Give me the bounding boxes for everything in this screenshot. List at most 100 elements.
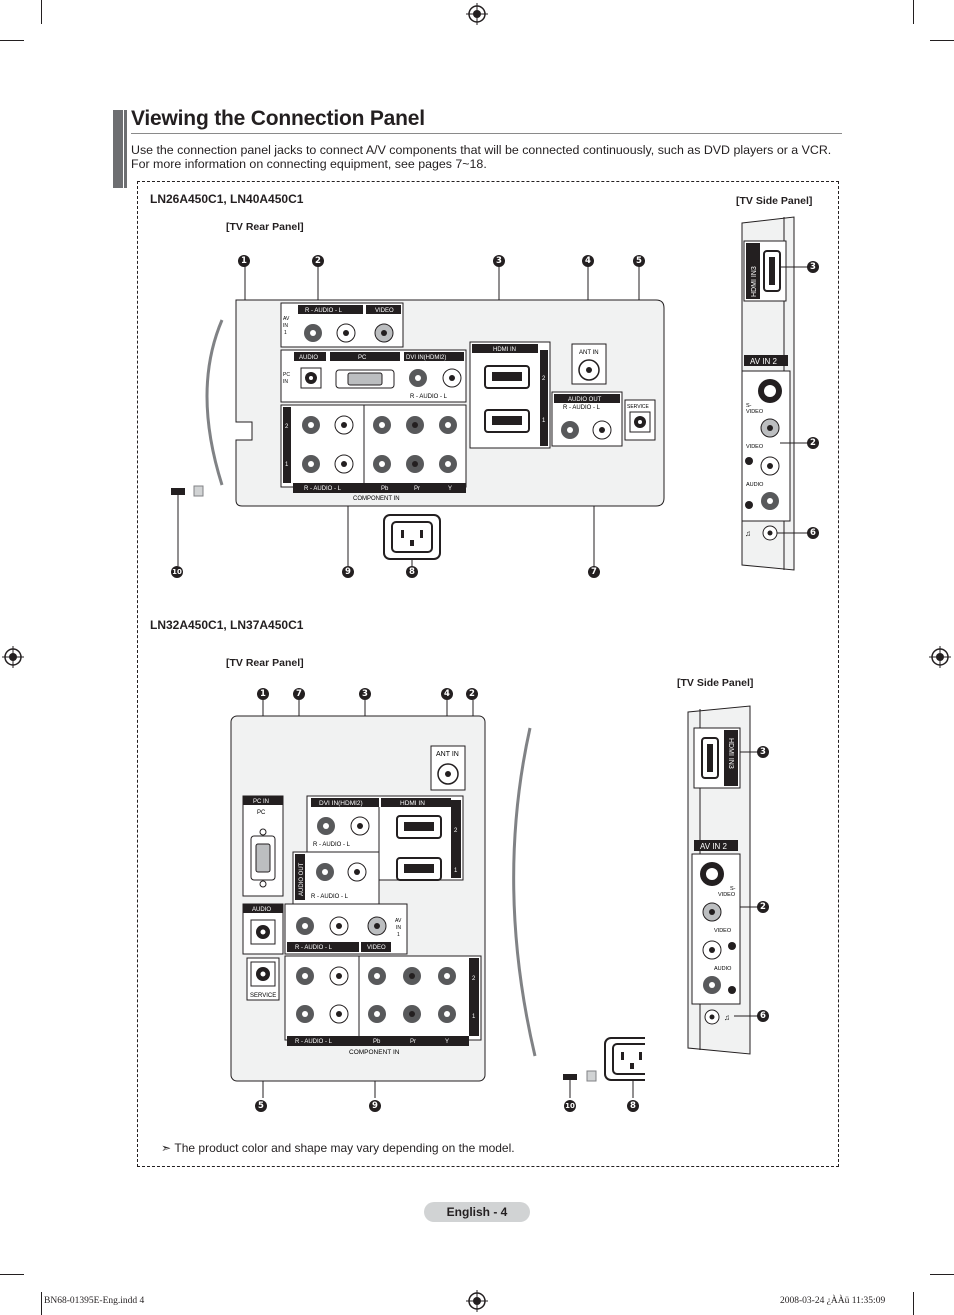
callout-number: 5 — [255, 1100, 267, 1112]
svg-text:PC: PC — [358, 355, 367, 361]
model-label: LN26A450C1, LN40A450C1 — [150, 192, 304, 206]
svg-text:VIDEO: VIDEO — [746, 409, 764, 415]
callout-number: 8 — [406, 566, 418, 578]
section-marker-bar — [124, 110, 127, 188]
svg-text:1: 1 — [284, 330, 287, 336]
callout-number: 10 — [564, 1100, 576, 1112]
svg-text:VIDEO: VIDEO — [375, 308, 394, 314]
svg-text:Y: Y — [445, 1039, 449, 1045]
callout-number: 1 — [257, 688, 269, 700]
svg-text:2: 2 — [285, 424, 289, 430]
svg-text:S-: S- — [746, 403, 752, 409]
svg-text:R - AUDIO - L: R - AUDIO - L — [313, 842, 351, 848]
svg-text:AV IN 2: AV IN 2 — [750, 357, 778, 366]
diagram-frame — [137, 181, 839, 1167]
svg-text:ANT IN: ANT IN — [436, 751, 459, 758]
callout-number: 3 — [493, 255, 505, 267]
svg-text:1: 1 — [285, 462, 289, 468]
section-marker-bar — [113, 110, 123, 188]
svg-text:VIDEO: VIDEO — [367, 945, 386, 951]
callout-number: 4 — [582, 255, 594, 267]
callout-number: 3 — [807, 261, 819, 273]
svg-text:Pr: Pr — [414, 486, 420, 492]
svg-text:HDMI IN: HDMI IN — [493, 347, 516, 353]
svg-text:R - AUDIO - L: R - AUDIO - L — [295, 945, 333, 951]
callout-number: 7 — [293, 688, 305, 700]
svg-text:AV: AV — [395, 918, 402, 924]
svg-text:AUDIO OUT: AUDIO OUT — [568, 397, 602, 403]
registration-mark-icon — [466, 1290, 488, 1312]
svg-text:AUDIO: AUDIO — [299, 355, 318, 361]
svg-text:R - AUDIO - L: R - AUDIO - L — [295, 1039, 333, 1045]
svg-text:SERVICE: SERVICE — [627, 404, 650, 410]
callout-number: 3 — [757, 746, 769, 758]
rear-panel-label: [TV Rear Panel] — [226, 221, 304, 233]
svg-text:2: 2 — [542, 376, 546, 382]
callout-number: 5 — [633, 255, 645, 267]
callout-number: 1 — [238, 255, 250, 267]
callout-number: 9 — [342, 566, 354, 578]
callout-number: 10 — [171, 566, 183, 578]
callout-number: 2 — [466, 688, 478, 700]
svg-text:PC IN: PC IN — [253, 799, 269, 805]
svg-text:1: 1 — [472, 1014, 476, 1020]
registration-mark-icon — [929, 646, 951, 668]
svg-text:2: 2 — [472, 976, 476, 982]
svg-text:IN: IN — [283, 379, 288, 385]
callout-number: 6 — [807, 527, 819, 539]
svg-text:Pb: Pb — [373, 1039, 381, 1045]
svg-text:AUDIO OUT: AUDIO OUT — [299, 862, 305, 896]
svg-text:AUDIO: AUDIO — [252, 907, 271, 913]
svg-text:Pb: Pb — [381, 486, 389, 492]
svg-text:1: 1 — [454, 868, 458, 874]
callout-number: 8 — [627, 1100, 639, 1112]
svg-text:IN: IN — [283, 323, 288, 329]
crop-mark — [913, 0, 914, 24]
svg-text:Y: Y — [448, 486, 452, 492]
svg-text:Pr: Pr — [410, 1039, 416, 1045]
svg-text:♫: ♫ — [745, 529, 751, 538]
svg-text:R - AUDIO - L: R - AUDIO - L — [563, 405, 601, 411]
svg-text:AV IN 2: AV IN 2 — [700, 842, 728, 851]
crop-mark — [930, 1274, 954, 1275]
crop-mark — [913, 1292, 914, 1315]
svg-text:IN: IN — [396, 925, 401, 931]
svg-text:PC: PC — [257, 810, 266, 816]
svg-text:VIDEO: VIDEO — [746, 444, 764, 450]
side-panel-diagram-1: HDMI IN3 AV IN 2 S-VIDEO VIDEO AUDIO ♫ — [741, 216, 812, 571]
crop-mark — [0, 1274, 24, 1275]
svg-text:VIDEO: VIDEO — [714, 928, 732, 934]
rear-panel-diagram-2: ANT IN PC IN PC AUDIO SERVICE DVI IN(HDM… — [230, 700, 645, 1098]
note-arrow-icon: ➣ — [161, 1141, 175, 1155]
svg-text:HDMI IN: HDMI IN — [400, 800, 425, 807]
svg-text:S-: S- — [730, 886, 736, 892]
svg-text:SERVICE: SERVICE — [250, 993, 276, 999]
registration-mark-icon — [2, 646, 24, 668]
page-number: English - 4 — [424, 1202, 530, 1222]
intro-paragraph: Use the connection panel jacks to connec… — [131, 143, 832, 171]
svg-text:2: 2 — [454, 828, 458, 834]
page-title: Viewing the Connection Panel — [131, 107, 425, 130]
crop-mark — [930, 40, 954, 41]
crop-mark — [41, 1292, 42, 1315]
note-text: The product color and shape may vary dep… — [174, 1141, 515, 1155]
svg-text:VIDEO: VIDEO — [718, 892, 736, 898]
callout-number: 9 — [369, 1100, 381, 1112]
svg-text:♫: ♫ — [724, 1013, 730, 1022]
svg-text:R - AUDIO - L: R - AUDIO - L — [311, 894, 349, 900]
svg-text:R - AUDIO - L: R - AUDIO - L — [305, 308, 343, 314]
svg-text:HDMI IN3: HDMI IN3 — [727, 738, 734, 769]
side-panel-diagram-2: HDMI IN3 AV IN 2 S-VIDEO VIDEO AUDIO ♫ — [687, 705, 758, 1055]
svg-text:ANT IN: ANT IN — [579, 350, 599, 356]
crop-mark — [0, 40, 24, 41]
svg-text:PC: PC — [283, 372, 290, 378]
crop-mark — [41, 0, 42, 24]
model-label: LN32A450C1, LN37A450C1 — [150, 618, 304, 632]
note: ➣ The product color and shape may vary d… — [161, 1141, 515, 1155]
callout-number: 6 — [757, 1010, 769, 1022]
side-panel-label: [TV Side Panel] — [677, 677, 754, 689]
callout-number: 2 — [312, 255, 324, 267]
svg-text:1: 1 — [542, 418, 546, 424]
callout-number: 7 — [588, 566, 600, 578]
